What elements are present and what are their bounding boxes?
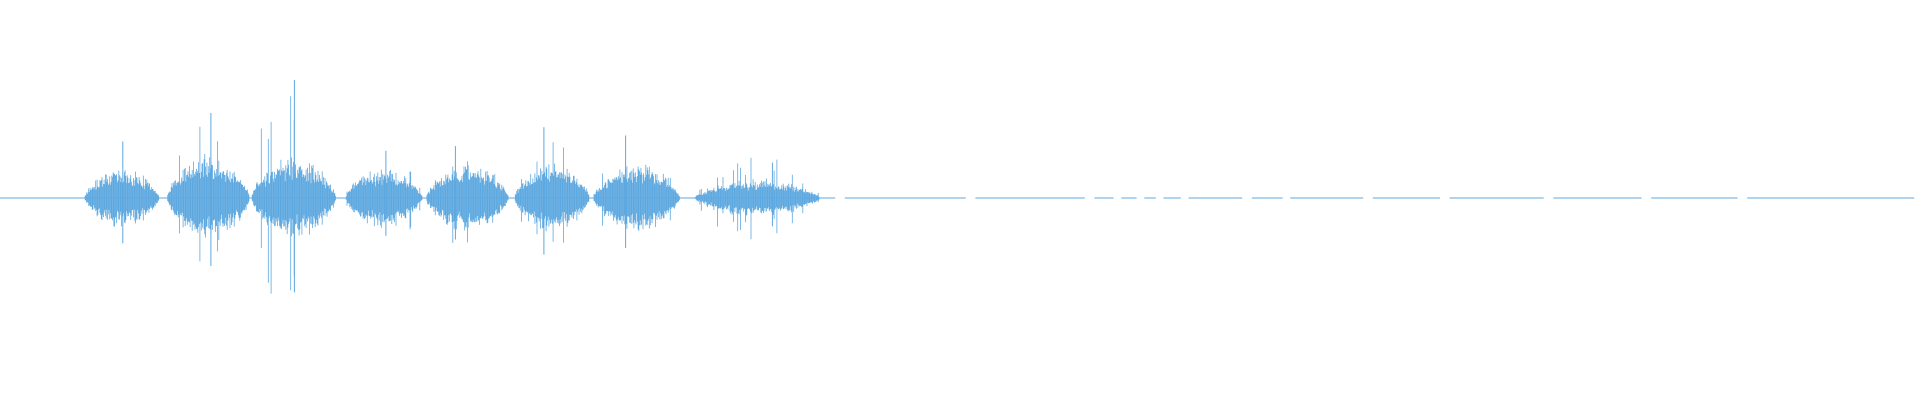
waveform-burst: [167, 113, 250, 266]
waveform-bars: [84, 80, 820, 294]
waveform-burst: [514, 127, 590, 255]
waveform-burst: [84, 141, 160, 244]
waveform-burst: [426, 146, 509, 243]
waveform-burst: [695, 157, 820, 240]
waveform-burst: [345, 150, 423, 236]
waveform-burst: [593, 135, 680, 248]
waveform-burst: [251, 80, 336, 294]
